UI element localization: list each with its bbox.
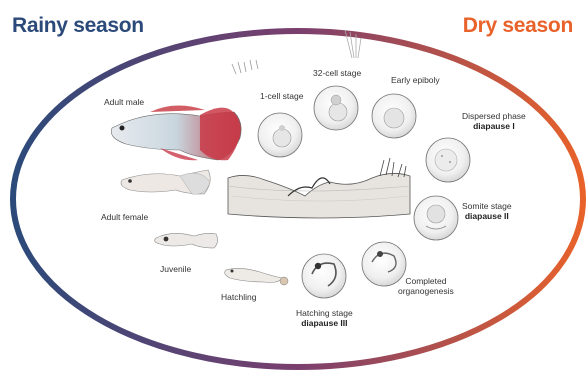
pond-soil-illustration — [228, 158, 410, 218]
dispersed-phase-note: diapause I — [473, 121, 515, 131]
hatching-stage-name: Hatching stage — [296, 308, 353, 318]
egg-1-cell — [258, 113, 302, 157]
hatchling-illustration — [225, 268, 288, 285]
juvenile-fish-illustration — [155, 233, 218, 248]
label-hatching-stage: Hatching stage diapause III — [296, 308, 353, 328]
dry-season-title: Dry season — [463, 14, 573, 38]
label-juvenile: Juvenile — [160, 264, 191, 274]
dispersed-phase-name: Dispersed phase — [462, 111, 526, 121]
hatching-stage-note: diapause III — [301, 318, 347, 328]
label-1-cell-stage: 1-cell stage — [260, 91, 303, 101]
organogenesis-line2: organogenesis — [398, 286, 454, 296]
label-hatchling: Hatchling — [221, 292, 256, 302]
label-completed-organogenesis: Completed organogenesis — [398, 276, 454, 296]
label-adult-male: Adult male — [104, 97, 144, 107]
egg-32-cell — [314, 86, 358, 130]
adult-male-fish-illustration — [111, 105, 241, 160]
label-32-cell-stage: 32-cell stage — [313, 68, 361, 78]
label-early-epiboly: Early epiboly — [391, 75, 440, 85]
somite-stage-note: diapause II — [465, 211, 509, 221]
egg-dispersed-phase — [426, 138, 470, 182]
egg-somite-stage — [414, 196, 458, 240]
egg-hatching-stage — [302, 254, 346, 298]
organogenesis-line1: Completed — [405, 276, 446, 286]
egg-early-epiboly — [372, 94, 416, 138]
label-somite-stage: Somite stage diapause II — [462, 201, 512, 221]
rainy-season-title: Rainy season — [12, 14, 144, 38]
rain-sketch-icon — [232, 60, 258, 74]
adult-female-fish-illustration — [121, 170, 210, 194]
label-dispersed-phase: Dispersed phase diapause I — [462, 111, 526, 131]
label-adult-female: Adult female — [101, 212, 148, 222]
somite-stage-name: Somite stage — [462, 201, 512, 211]
